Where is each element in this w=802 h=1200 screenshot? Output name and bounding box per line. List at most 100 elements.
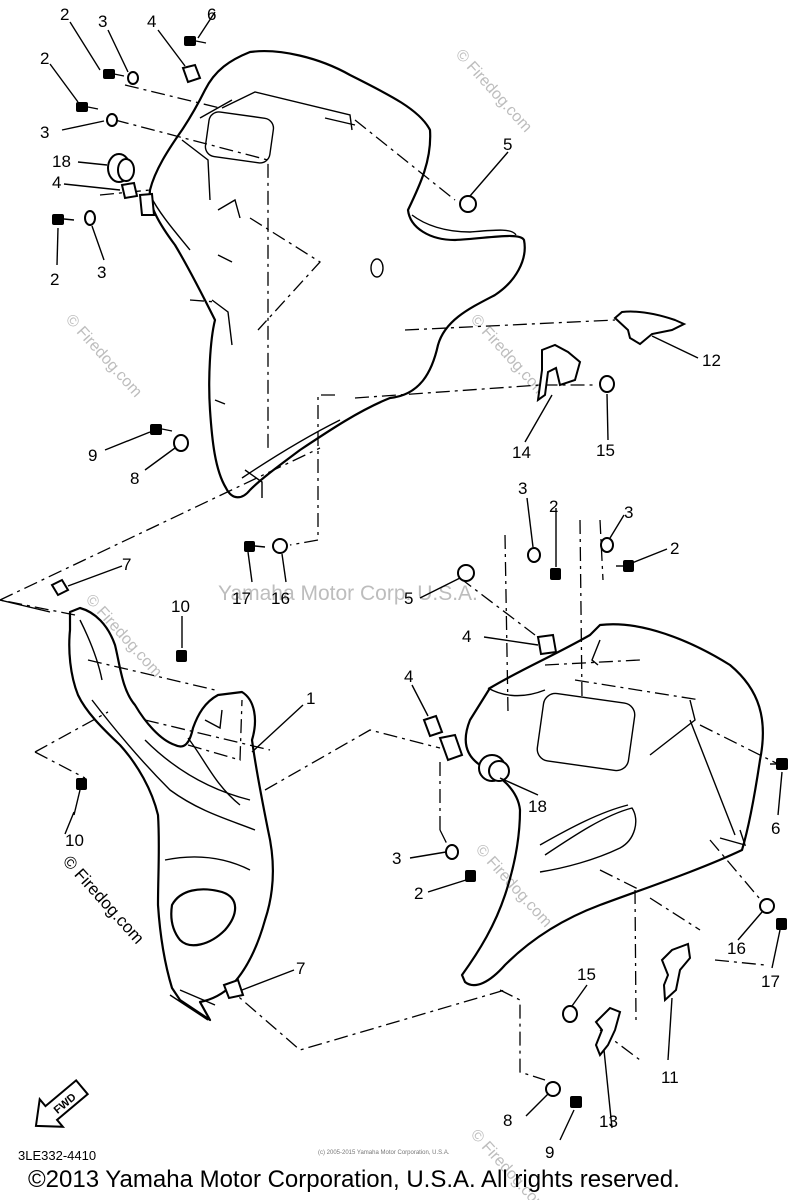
small-copyright: (c) 2005-2015 Yamaha Motor Corporation, … (318, 1150, 450, 1156)
nut-15-lower (562, 1005, 578, 1023)
watermark-center-left: © Firedog.com (82, 591, 165, 681)
bolt-2-right-a (550, 568, 561, 580)
callout-13: 13 (599, 1112, 618, 1131)
callout-5a: 5 (503, 135, 512, 154)
bracket-11 (660, 942, 692, 1003)
leader-lines (49, 11, 783, 1141)
bolt-17-right (776, 918, 787, 930)
nut-15-upper (599, 375, 615, 393)
callout-10a: 10 (171, 597, 190, 616)
upper-guide-lines (0, 84, 616, 613)
nut-4-right-a (536, 633, 558, 656)
watermark-lower-left-dark: © Firedog.com (59, 852, 148, 948)
watermarks: © Firedog.com © Firedog.com © Firedog.co… (59, 46, 555, 1200)
watermark-center: Yamaha Motor Corp. U.S.A. (218, 582, 478, 605)
clip-upper (138, 192, 156, 216)
callout-8a: 8 (130, 469, 139, 488)
bracket-13 (594, 1006, 622, 1057)
callout-4b: 4 (52, 173, 61, 192)
callout-9a: 9 (88, 446, 97, 465)
callout-5b: 5 (404, 589, 413, 608)
bolt-9-lower (570, 1096, 582, 1108)
bolt-upper-6 (184, 36, 207, 46)
bolt-17-mid (244, 541, 266, 552)
washer-3-right-b (600, 537, 614, 553)
callout-17a: 17 (232, 589, 251, 608)
bolt-9-upper (150, 424, 173, 435)
callout-16b: 16 (727, 939, 746, 958)
callout-12: 12 (702, 351, 721, 370)
callout-4d: 4 (404, 667, 413, 686)
callout-4a: 4 (147, 12, 156, 31)
watermark-bottom-right: © Firedog.com (472, 841, 555, 931)
callout-6a: 6 (207, 5, 216, 24)
callout-3c: 3 (97, 263, 106, 282)
callout-3e: 3 (624, 503, 633, 522)
clip-right (438, 733, 464, 762)
bolt-upper-2a (103, 69, 125, 79)
nut-5-right (457, 564, 475, 582)
watermark-top-right: © Firedog.com (452, 46, 535, 136)
bracket-12 (613, 310, 687, 346)
callout-11: 11 (661, 1068, 679, 1087)
washer-upper-3b (106, 113, 118, 127)
callout-3d: 3 (518, 479, 527, 498)
diagram-code: 3LE332-4410 (18, 1148, 97, 1163)
bolt-6-right (770, 758, 788, 770)
fwd-arrow: FWD (34, 1078, 90, 1128)
washer-upper-3a (127, 71, 139, 85)
collar-16-right (759, 898, 775, 914)
bolt-10-lower (76, 778, 87, 790)
callout-2f: 2 (414, 884, 423, 903)
collar-16-mid (272, 538, 288, 554)
callout-3b: 3 (40, 123, 49, 142)
callout-2e: 2 (670, 539, 679, 558)
watermark-left-middle: © Firedog.com (62, 311, 145, 401)
callout-1: 1 (306, 689, 315, 708)
copyright-notice: ©2013 Yamaha Motor Corporation, U.S.A. A… (28, 1166, 680, 1193)
lower-left-guide-lines (0, 599, 506, 1051)
nut-upper-4b (120, 181, 139, 200)
washer-3-right-a (527, 547, 541, 563)
callout-7a: 7 (122, 555, 131, 574)
nut-upper-5 (459, 195, 477, 213)
callout-2c: 2 (50, 270, 59, 289)
callout-labels: 2 3 4 6 2 3 18 4 2 3 5 12 1 4 15 9 8 17 1… (40, 5, 780, 1162)
callout-2a: 2 (60, 5, 69, 24)
nut-7-lower (222, 978, 245, 1000)
callout-18a: 18 (52, 152, 71, 171)
callout-8b: 8 (503, 1111, 512, 1130)
nut-4-right-b (422, 714, 444, 738)
callout-2b: 2 (40, 49, 49, 68)
washer-upper-3c (84, 210, 96, 226)
callout-18b: 18 (528, 797, 547, 816)
callout-6b: 6 (771, 819, 780, 838)
bolt-2-right-b (616, 560, 634, 572)
bolt-2-lower (465, 870, 476, 882)
callout-17b: 17 (761, 972, 780, 991)
callout-2d: 2 (549, 497, 558, 516)
bolt-upper-2b (76, 102, 99, 112)
hardware-parts (50, 36, 788, 1108)
collar-8-lower (545, 1081, 561, 1097)
watermark-right-middle: © Firedog.com (467, 311, 550, 401)
lower-left-panel (68, 606, 274, 1022)
bolt-upper-2c (52, 214, 75, 225)
callout-7b: 7 (296, 959, 305, 978)
lower-right-guide-lines (439, 519, 781, 1081)
bolt-10-upper (176, 650, 187, 662)
upper-fairing (148, 50, 526, 499)
callout-15b: 15 (577, 965, 596, 984)
callout-3a: 3 (98, 12, 107, 31)
callout-3f: 3 (392, 849, 401, 868)
nut-7-upper (50, 578, 70, 597)
callout-10b: 10 (65, 831, 84, 850)
collar-8-upper (173, 434, 189, 452)
lower-right-fairing (460, 623, 764, 987)
grommet-18-right (478, 754, 510, 782)
callout-4c: 4 (462, 627, 471, 646)
callout-9b: 9 (545, 1143, 554, 1162)
callout-16a: 16 (271, 589, 290, 608)
callout-15a: 15 (596, 441, 615, 460)
